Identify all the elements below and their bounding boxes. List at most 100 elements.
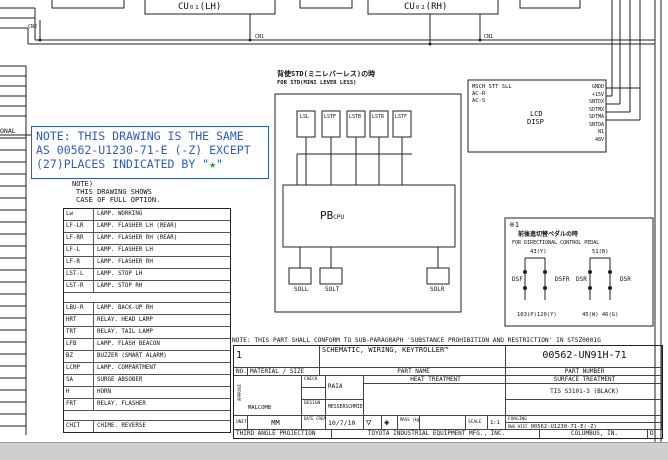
legend-symbol: LF-RR <box>64 233 94 244</box>
star-icon: ★ <box>209 157 217 171</box>
legend-symbol: LF-LR <box>64 221 94 232</box>
panel-line-3: AC-S <box>472 98 486 104</box>
schematic-title: SCHEMATIC, WIRING, KEYTROLLER™ <box>320 346 506 368</box>
panel-line-2: AC-R <box>472 91 486 97</box>
legend-description: LAMP. FLASHER RH <box>97 259 153 265</box>
no-header: NO. <box>234 368 248 376</box>
lamp-label-1: LSL <box>300 114 310 120</box>
approve-cell <box>234 376 302 416</box>
lcd-label: LCD <box>530 110 543 118</box>
panel-line-1: MSCH STT SLL <box>472 84 512 90</box>
mass-value <box>420 416 466 430</box>
note-text-2: CASE OF FULL OPTION. <box>76 196 161 204</box>
lamp-label-4: LSTR <box>372 114 385 120</box>
legend-description: LAMP. FLASHER LH (REAR) <box>97 223 178 229</box>
part-name-header: PART NAME <box>320 368 506 376</box>
note-text-1: THIS DRAWING SHOWS <box>76 188 152 196</box>
dwg-hist: DWG HIST 00562-U1230-71-E(-Z) <box>506 423 662 430</box>
disp-label: DISP <box>527 118 544 126</box>
legend-symbol: LFB <box>64 339 94 350</box>
left-fragment-label: ONAL <box>0 127 16 135</box>
legend-description: HORN <box>97 389 111 395</box>
scale-label: SCALE <box>466 416 488 430</box>
design-label: DESIGN <box>302 400 326 416</box>
ds-label-1: DSF <box>512 276 523 283</box>
pedal-title-en: FOR DIRECTIONAL CONTROL PEDAL <box>512 240 600 246</box>
legend-description: BUZZER (SMART ALARM) <box>97 353 167 359</box>
legend-description: LAMP. COMPARTMENT <box>97 365 157 371</box>
legend-description: LAMP. BACK-UP RH <box>97 305 153 311</box>
heat-treatment: HEAT TREATMENT <box>364 376 506 384</box>
lamp-label-2: LSTF <box>324 114 337 120</box>
date-value: 10/7/10 <box>326 416 364 430</box>
ds-label-4: DSR <box>620 276 631 283</box>
cn1-label-a: CN1 <box>255 34 265 40</box>
cu02-label: CU₀₂(RH) <box>404 2 448 12</box>
signal-label: GNDD <box>591 84 604 90</box>
forging-label: FORGING <box>506 416 662 423</box>
legend-description: LAMP. STOP RH <box>97 283 143 289</box>
legend-symbol: LF-L <box>64 245 94 256</box>
legend-description: CHIME. REVERSE <box>97 423 146 429</box>
legend-description: RELAY. HEAD LAMP <box>97 317 153 323</box>
pb-cpu-label: PBCPU <box>320 209 345 222</box>
cn2-label: CN2 <box>28 24 38 30</box>
signal-label: SDTMX <box>588 106 604 113</box>
diamond-symbol-icon: ◈ <box>382 416 398 430</box>
bottom-scroll-bar[interactable] <box>0 442 668 460</box>
signal-label: N1 <box>597 129 604 135</box>
legend-symbol: LST-R <box>64 281 94 292</box>
legend-description: LAMP. FLASH BEACON <box>97 341 160 347</box>
note-line-2: AS 00562-U1230-71-E (-Z) EXCEPT <box>36 143 251 157</box>
legend-description: RELAY. TAIL LAMP <box>97 329 153 335</box>
legend-symbol: H <box>64 387 94 398</box>
std-title-jp: 背使STD(ミニレバーレス)の時 <box>277 70 376 78</box>
company-city: COLUMBUS, IN. <box>540 430 648 438</box>
checker-name: RAIA <box>326 376 364 400</box>
legend-description: LAMP. FLASHER LH <box>97 247 153 253</box>
part-number-main: 00562-UN91H-71 <box>506 346 662 368</box>
pedal-top-right: 51(B) <box>592 249 609 255</box>
cn1-label-b: CN1 <box>484 34 494 40</box>
pedal-bottom-1: 103(P)120(Y) <box>517 312 557 318</box>
signal-label: +15V <box>591 91 604 98</box>
revision-cell: 1 <box>234 346 320 368</box>
projection-symbol-icon: ▽ <box>364 416 382 430</box>
sol-label-2: SOLT <box>325 286 340 293</box>
legend-gap <box>64 293 230 303</box>
ds-label-3: DSR <box>576 276 587 283</box>
note-box: NOTE: THIS DRAWING IS THE SAME AS 00562-… <box>31 126 269 179</box>
surface-treatment: SURFACE TREATMENT <box>506 376 662 384</box>
company-name: TOYOTA INDUSTRIAL EQUIPMENT MFG., INC. <box>332 430 540 438</box>
check-label: CHECK <box>302 376 326 388</box>
legend-symbol: LF-R <box>64 257 94 268</box>
legend-description: LAMP. FLASHER RH (REAR) <box>97 235 178 241</box>
heat-blank <box>364 384 506 416</box>
legend-description: SURGE ABSOBER <box>97 377 143 383</box>
note-line-3: (27)PLACES INDICATED BY "★" <box>36 157 223 171</box>
sol-label-3: SOLR <box>430 286 445 293</box>
legend-symbol: LST-L <box>64 269 94 280</box>
legend-symbol: LCMP <box>64 363 94 374</box>
legend-symbol: HRT <box>64 315 94 326</box>
note-heading: NOTE) <box>72 180 94 188</box>
legend-gap <box>64 411 230 421</box>
legend-symbol: FRT <box>64 399 94 410</box>
approve-label: APPROVE <box>237 384 242 401</box>
sheet-size: D <box>650 430 654 437</box>
legend-symbol: BZ <box>64 351 94 362</box>
unit-label: UNIT <box>234 416 248 430</box>
